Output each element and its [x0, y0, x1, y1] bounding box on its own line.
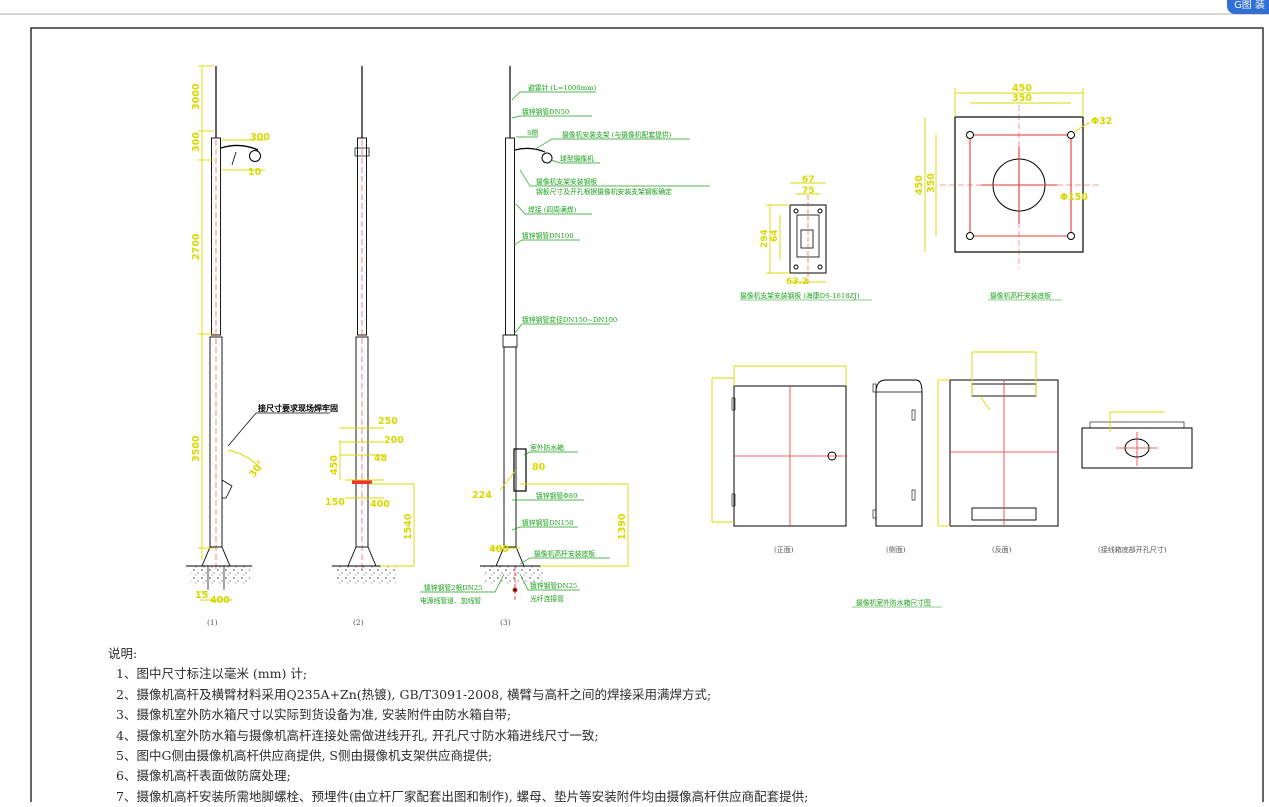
dim-w1: 450: [1012, 83, 1032, 94]
dim-w2: 75: [802, 186, 815, 196]
dim-e: 150: [325, 497, 345, 508]
dim-base-left: 15: [195, 590, 208, 601]
baseplate-caption: 摄像机高杆安装底板: [990, 291, 1051, 300]
upper-pole: [505, 137, 515, 336]
pole-3-caption: (3): [500, 618, 511, 627]
dim-arm-length: 300: [250, 132, 270, 143]
dim-w2: 350: [1012, 93, 1032, 104]
label-pipe80: 镀锌钢管Φ80: [536, 491, 577, 500]
label-reducer: 镀锌钢管变径DN150~DN100: [522, 315, 617, 324]
baseplate-detail: 450 350 450 350 Φ32 Φ150 摄像机高杆安装底板: [914, 83, 1112, 301]
dim-f: 400: [370, 499, 390, 510]
label-pipe25a-note: 电源线管道、加线管: [420, 596, 481, 605]
dim-bottom: 63.2: [786, 277, 808, 287]
waterproof-box-side: [513, 448, 527, 492]
box-title: 摄像机室外防水箱尺寸图: [856, 598, 931, 607]
camera-arm: [514, 147, 546, 153]
label-box: 室外防水箱: [530, 443, 564, 452]
box-front-caption: (正面): [774, 546, 794, 554]
bracket-detail: 67 75 294 64 63.2 摄像机支架安装钢板 (海康DS-1618ZJ…: [740, 175, 872, 301]
notes-section: 说明: 1、图中尺寸标注以毫米 (mm) 计; 2、摄像机高杆及横臂材料采用Q2…: [108, 644, 808, 807]
pole-2-caption: (2): [353, 618, 364, 627]
label-weld: 焊接 (四周满焊): [528, 205, 577, 214]
dim-h2: 64: [770, 229, 780, 242]
note-line-6: 6、摄像机高杆表面做防腐处理;: [116, 768, 291, 784]
dim-lower: 3500: [191, 435, 202, 462]
foundation-soil: [336, 566, 396, 584]
camera-arm: [220, 144, 259, 151]
dome-camera-icon: [249, 150, 261, 162]
dim-center: Φ150: [1060, 192, 1088, 203]
box-back-caption: (反面): [992, 545, 1012, 554]
dim-top: 3000: [191, 83, 202, 110]
label-pipe25b-note: 光纤连接管: [530, 594, 564, 603]
label-plate: 摄像机支架安装钢板: [536, 177, 597, 186]
dim-b: 200: [384, 435, 404, 446]
weld-note: 接尺寸要求现场焊牢固: [258, 403, 338, 413]
dim-angle: 224: [472, 490, 492, 501]
label-pipe25a: 镀锌钢管2根DN25: [424, 583, 482, 592]
pole-3: 224 80 400 1390 避雷针 (L=1000mm) 镀锌钢管DN50: [420, 66, 710, 627]
dim-a: 250: [378, 416, 398, 427]
pole-2: 250 200 48 450 150 400 1540 (2): [325, 66, 415, 627]
label-camera: 球型摄像机: [560, 154, 594, 163]
dim-c: 48: [374, 453, 388, 464]
box-side-caption: (侧面): [886, 545, 906, 554]
box-side: [875, 379, 923, 527]
note-line-4: 4、摄像机室外防水箱与摄像机高杆连接处需做进线开孔, 开孔尺寸防水箱进线尺寸一致…: [116, 727, 599, 743]
note-line-2: 2、摄像机高杆及横臂材料采用Q235A+Zn(热镀), GB/T3091-200…: [116, 686, 712, 702]
arm-brace: [231, 151, 237, 166]
box-bottom-caption: (接线箱底部开孔尺寸): [1098, 545, 1167, 554]
label-pipe50: 镀锌钢管DN50: [522, 107, 569, 116]
label-pipe25b: 镀锌钢管DN25: [530, 581, 577, 590]
label-flange: 摄像机高杆安装底板: [534, 549, 595, 558]
label-plate-note: 钢板尺寸及开孔根据摄像机安装支架钢板确定: [536, 187, 672, 196]
access-door: [352, 480, 372, 484]
dim-d: 450: [329, 455, 340, 475]
reducer: [502, 334, 518, 348]
label-camera-bracket: 摄像机安装支架 (与摄像机配套提供): [562, 130, 672, 139]
dim-base: 400: [210, 595, 230, 606]
dim-upper: 2700: [191, 233, 202, 260]
dim-base: 400: [489, 544, 509, 555]
dim-total: 1390: [617, 513, 628, 540]
dim-w1: 67: [802, 175, 815, 185]
dim-arm-rise: 300: [191, 132, 202, 152]
lower-pole: [209, 336, 223, 548]
access-door: [221, 479, 233, 499]
waterproof-box-views: (正面) (侧面) (反面) (接线箱底部开孔尺寸) 摄像机室外防水箱尺寸图: [711, 351, 1193, 608]
pole-1: 3000 300 300 10 2700 3500 400 15 30° 接尺寸…: [186, 65, 338, 627]
label-lightning: 避雷针 (L=1000mm): [528, 83, 597, 92]
dim-angle: 30°: [247, 459, 266, 480]
note-line-5: 5、图中G侧由摄像机高杆供应商提供, S侧由摄像机支架供应商提供;: [116, 748, 493, 764]
dim-total: 1540: [403, 513, 414, 540]
view-toggle-tab[interactable]: G图 装: [1227, 0, 1269, 14]
foundation-soil: [484, 566, 544, 584]
drawing-frame: [30, 27, 1264, 802]
dim-h1: 294: [760, 229, 770, 248]
label-pipe100: 镀锌钢管DN100: [522, 231, 574, 240]
note-line-1: 1、图中尺寸标注以毫米 (mm) 计;: [116, 666, 308, 682]
dome-camera-icon: [541, 152, 553, 164]
dim-a: 80: [532, 462, 546, 473]
dim-h2: 350: [926, 173, 937, 193]
lower-pole: [503, 346, 517, 548]
anchor-bolts: [207, 566, 225, 590]
note-line-7: 7、摄像机高杆安装所需地脚螺栓、预埋件(由立杆厂家配套出图和制作), 螺母、垫片…: [116, 788, 809, 804]
dim-h1: 450: [914, 175, 925, 195]
foundation-soil: [190, 566, 250, 584]
pole-1-caption: (1): [207, 618, 218, 627]
note-line-3: 3、摄像机室外防水箱尺寸以实际到货设备为准, 安装附件由防水箱自带;: [116, 707, 512, 723]
label-pipe150: 镀锌钢管DN150: [522, 518, 574, 527]
mount-collar: [354, 147, 370, 157]
dim-hole: Φ32: [1091, 116, 1112, 127]
label-s-side: S侧: [527, 128, 539, 137]
leader-line: [227, 412, 257, 447]
bracket-caption: 摄像机支架安装钢板 (海康DS-1618ZJ): [740, 291, 860, 300]
notes-title: 说明:: [108, 646, 138, 661]
dim-arm-drop: 10: [248, 167, 262, 178]
